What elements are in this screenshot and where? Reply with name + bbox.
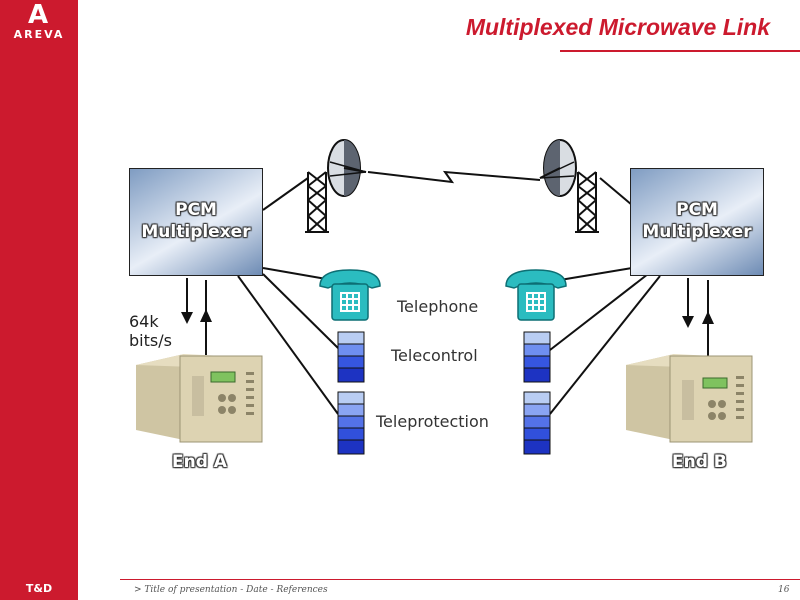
left-telecontrol-stack-icon: [337, 331, 365, 383]
teleprotection-label: Teleprotection: [376, 412, 489, 431]
right-connectors: [549, 177, 661, 415]
data-rate-label: 64k bits/s: [129, 312, 172, 350]
data-rate-line1: 64k: [129, 312, 159, 331]
right-telecontrol-stack-icon: [523, 331, 551, 383]
right-mux-label-line1: PCM: [676, 200, 718, 220]
left-telephone-icon: [319, 269, 381, 321]
left-pcm-multiplexer: PCM Multiplexer: [129, 168, 263, 276]
end-b-relay-icon: [626, 354, 753, 443]
end-a-label: End A: [172, 452, 227, 472]
footer-rule: [120, 579, 800, 580]
title-rule: [560, 50, 800, 52]
areva-logo: A AREVA: [0, 0, 78, 60]
right-data-arrows: [682, 278, 714, 357]
right-mux-label-line2: Multiplexer: [642, 222, 752, 242]
right-telephone-icon: [505, 269, 567, 321]
left-teleprotection-stack-icon: [337, 391, 365, 455]
page-title: Multiplexed Microwave Link: [465, 14, 770, 40]
right-tower-icon: [575, 171, 599, 233]
left-tower-icon: [305, 171, 329, 233]
right-dish-icon: [539, 139, 577, 197]
footer-text: > Title of presentation - Date - Referen…: [134, 585, 328, 595]
data-rate-line2: bits/s: [129, 331, 172, 350]
right-teleprotection-stack-icon: [523, 391, 551, 455]
left-mux-label-line1: PCM: [175, 200, 217, 220]
end-b-label: End B: [672, 452, 727, 472]
telephone-label: Telephone: [397, 297, 479, 316]
page-number: 16: [778, 585, 790, 595]
left-connectors: [237, 177, 339, 415]
right-pcm-multiplexer: PCM Multiplexer: [630, 168, 764, 276]
telecontrol-label: Telecontrol: [391, 346, 478, 365]
logo-text: AREVA: [13, 28, 65, 41]
left-data-arrows: [181, 278, 212, 355]
left-mux-label-line2: Multiplexer: [141, 222, 251, 242]
sidebar-band: A AREVA T&D: [0, 0, 78, 600]
logo-letter: A: [27, 0, 49, 30]
left-dish-icon: [327, 139, 367, 197]
microwave-path: [367, 170, 541, 184]
end-a-relay-icon: [136, 354, 263, 443]
footer-brand: T&D: [25, 582, 53, 595]
